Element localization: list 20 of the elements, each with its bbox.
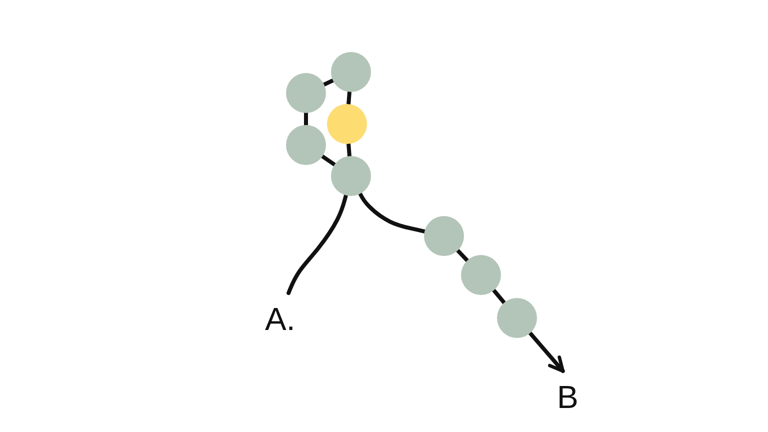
connector-line (346, 90, 352, 106)
connector-line (304, 111, 308, 127)
circle-node (331, 52, 371, 92)
arrow (528, 331, 565, 373)
circle-node (286, 73, 326, 113)
point-label: B (557, 371, 578, 413)
circle-node (327, 104, 367, 144)
connector-line (456, 248, 470, 262)
connector-line (358, 192, 427, 234)
connector-line (322, 78, 335, 87)
connector-line (346, 142, 352, 158)
connector-line (320, 154, 337, 167)
circle-node (424, 216, 464, 256)
circle-node (286, 125, 326, 165)
connector-line (492, 288, 506, 305)
circle-node (331, 156, 371, 196)
circle-node (461, 255, 501, 295)
point-label: A. (265, 293, 296, 335)
circle-node (497, 298, 537, 338)
connector-line (286, 193, 348, 295)
